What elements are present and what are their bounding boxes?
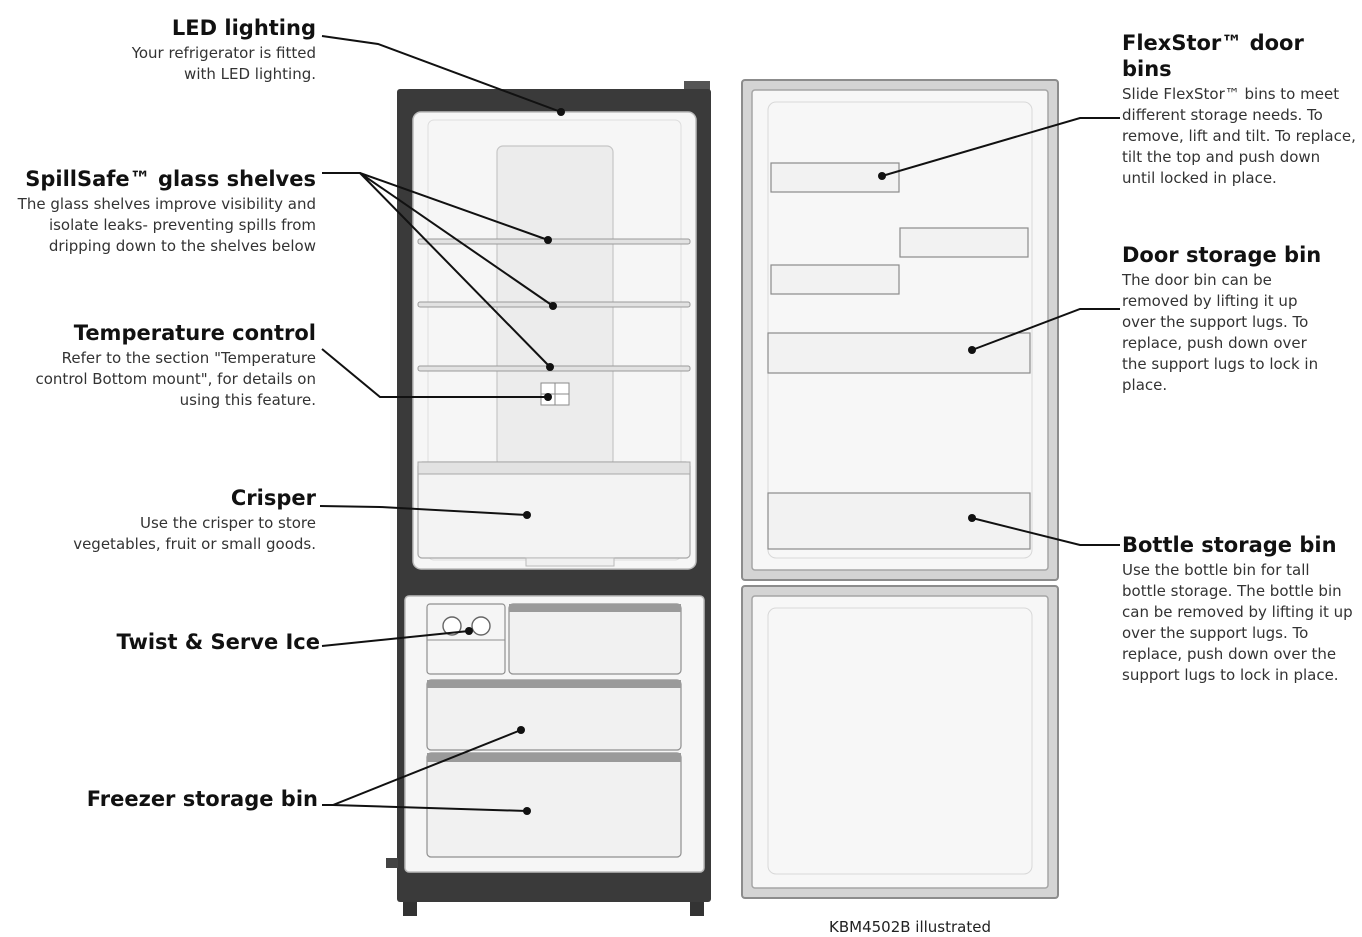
callout-title: SpillSafe™ glass shelves bbox=[25, 167, 316, 191]
door-storage-bin bbox=[767, 332, 1031, 374]
callout-flexstor-door-bins: FlexStor™ door bins Slide FlexStor™ bins… bbox=[1122, 30, 1358, 189]
callout-title: Crisper bbox=[230, 486, 316, 510]
figure-caption: KBM4502B illustrated bbox=[829, 918, 991, 936]
leader-dots bbox=[465, 108, 976, 815]
callout-title: FlexStor™ door bins bbox=[1122, 31, 1304, 81]
callout-bottle-storage-bin: Bottle storage bin Use the bottle bin fo… bbox=[1122, 532, 1358, 686]
fridge-doors bbox=[741, 79, 1059, 899]
flexstor-bin-2 bbox=[899, 227, 1029, 258]
freezer-upper-bin bbox=[508, 603, 682, 675]
callout-temperature-control: Temperature control Refer to the section… bbox=[10, 320, 317, 411]
callout-door-storage-bin: Door storage bin The door bin can be rem… bbox=[1122, 242, 1322, 396]
callout-crisper: Crisper Use the crisper to store vegetab… bbox=[16, 485, 316, 555]
freezer-middle-bin bbox=[426, 679, 682, 751]
fridge-body bbox=[386, 81, 711, 916]
callout-title: Freezer storage bin bbox=[86, 787, 318, 811]
callout-title: Twist & Serve Ice bbox=[116, 630, 320, 654]
callout-desc: The door bin can be removed by lifting i… bbox=[1122, 271, 1319, 394]
freezer-lower-bin bbox=[426, 752, 682, 858]
callout-desc: Refer to the section "Temperature contro… bbox=[35, 349, 317, 409]
leader-lines bbox=[319, 35, 1120, 812]
flexstor-bin-3 bbox=[770, 264, 900, 295]
callout-twist-serve-ice: Twist & Serve Ice bbox=[20, 629, 320, 655]
temperature-control-panel bbox=[540, 382, 570, 406]
callout-desc: The glass shelves improve visibility and… bbox=[17, 195, 316, 255]
callout-title: LED lighting bbox=[171, 16, 316, 40]
callout-desc: Use the bottle bin for tall bottle stora… bbox=[1122, 561, 1353, 684]
callout-title: Door storage bin bbox=[1122, 243, 1322, 267]
flexstor-bin-1 bbox=[770, 162, 900, 193]
callout-spillsafe-shelves: SpillSafe™ glass shelves The glass shelv… bbox=[4, 166, 316, 257]
twist-serve-ice-tray bbox=[426, 603, 506, 675]
callout-freezer-storage-bin: Freezer storage bin bbox=[18, 786, 318, 812]
callout-desc: Your refrigerator is fitted with LED lig… bbox=[131, 44, 316, 83]
crisper-drawer bbox=[417, 461, 691, 567]
bottle-storage-bin bbox=[767, 492, 1031, 550]
callout-title: Temperature control bbox=[73, 321, 316, 345]
callout-desc: Use the crisper to store vegetables, fru… bbox=[73, 514, 316, 553]
callout-desc: Slide FlexStor™ bins to meet different s… bbox=[1122, 85, 1356, 187]
callout-led-lighting: LED lighting Your refrigerator is fitted… bbox=[16, 15, 316, 85]
callout-title: Bottle storage bin bbox=[1122, 533, 1337, 557]
